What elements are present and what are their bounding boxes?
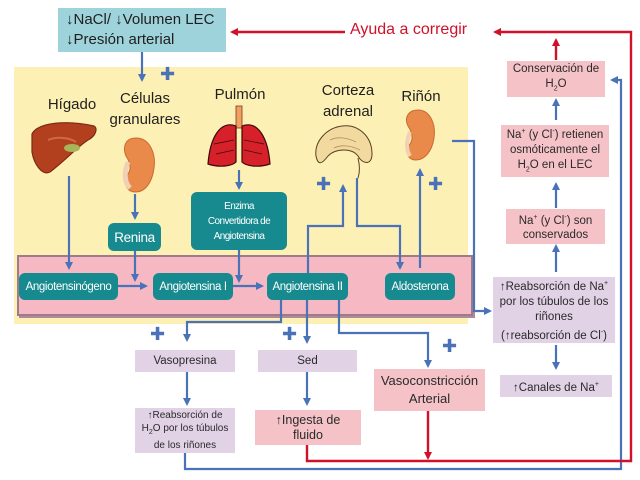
- sed-box: Sed: [258, 350, 357, 372]
- arrow-angiotensin2-to-vasopresina: [183, 298, 283, 342]
- text: ) son: [566, 214, 593, 227]
- osmotic-retention-box: Na+ (y Cl-) retienen osmóticamente el H2…: [501, 125, 609, 177]
- text: (y Cl: [537, 214, 565, 227]
- superscript: -: [564, 213, 567, 221]
- arrow-angiotensin2-to-adrenal: [306, 184, 347, 273]
- adrenal-label: Corteza adrenal: [313, 80, 383, 122]
- fluid-intake-line2: fluido: [293, 427, 323, 442]
- arrow-fluid-feedback: [305, 28, 633, 463]
- arrow-water-reabs-feedback: [183, 76, 623, 471]
- plus-icon: ✚: [150, 324, 166, 344]
- granular-cells-label-line2: granulares: [109, 111, 181, 128]
- superscript: -: [600, 329, 604, 336]
- subscript: 2: [553, 85, 558, 93]
- text: H: [517, 159, 526, 172]
- plus-icon: ✚: [428, 174, 444, 194]
- na-conserved-line1: Na+ (y Cl-) son: [519, 210, 593, 229]
- angiotensin-1-box: Angiotensina I: [153, 273, 233, 300]
- adrenal-gland-icon: [315, 125, 373, 179]
- adrenal-label-line1: Corteza: [321, 82, 375, 99]
- na-reabsorption-line1: ↑Reabsorción de Na+: [500, 276, 608, 295]
- superscript: +: [533, 213, 538, 221]
- vasoconstriction-line2: Arterial: [408, 391, 451, 406]
- water-conservation-line2: H2O: [545, 77, 566, 96]
- ace-box-line3: Angiotensina: [213, 230, 265, 242]
- subscript: 2: [525, 166, 530, 174]
- text: ↑Reabsorción de Na: [499, 281, 605, 293]
- liver-label: Hígado: [47, 96, 97, 113]
- fluid-intake-line1: ↑Ingesta de: [275, 412, 341, 427]
- osmotic-line3: H2O en el LEC: [518, 158, 593, 177]
- text: (y Cl: [525, 129, 553, 142]
- vasoconstriction-line1: Vasoconstricción: [380, 373, 479, 388]
- feedback-label: Ayuda a corregir: [350, 21, 468, 38]
- osmotic-line2: osmóticamente el: [509, 144, 601, 157]
- granular-kidney-icon: [122, 137, 155, 193]
- water-conservation-box: Conservación de H2O: [507, 61, 605, 97]
- na-conserved-line2: conservados: [522, 229, 589, 242]
- kidney-label: Riñón: [401, 88, 441, 105]
- plus-icon: ✚: [282, 324, 298, 344]
- granular-cells-label-line1: Células: [119, 90, 171, 107]
- vasoconstriction-box: Vasoconstricción Arterial: [374, 369, 485, 411]
- trigger-line-1: ↓NaCl/ ↓Volumen LEC: [66, 11, 215, 28]
- superscript: +: [594, 380, 599, 388]
- adrenal-label-line2: adrenal: [322, 103, 374, 120]
- text: ↑Canales de Na: [513, 381, 595, 394]
- superscript: +: [604, 280, 609, 288]
- arrow-angiotensin2-to-vasoconstriction: [337, 298, 432, 368]
- water-reabsorption-line3: de los riñones: [153, 440, 217, 451]
- water-reabsorption-line2: H2O por los túbulos: [142, 422, 229, 439]
- granular-cells-label: Células granulares: [105, 88, 185, 130]
- superscript: +: [521, 128, 526, 136]
- text: ): [603, 329, 607, 342]
- ace-box-line2: Convertidora de: [207, 215, 271, 227]
- na-channels-line: ↑Canales de Na+: [513, 377, 599, 396]
- angiotensinogen-box: Angiotensinógeno: [19, 273, 118, 300]
- text: O por los túbulos: [152, 423, 229, 434]
- text: Na: [506, 129, 522, 142]
- kidney-icon: [405, 109, 435, 161]
- osmotic-line1: Na+ (y Cl-) retienen: [507, 124, 604, 143]
- ace-box-line1: Enzima: [224, 200, 254, 212]
- text: (↑reabsorción de Cl: [501, 329, 601, 342]
- ace-box: Enzima Convertidora de Angiotensina: [191, 192, 287, 250]
- text: Na: [518, 214, 534, 227]
- lung-icon: [207, 105, 271, 167]
- water-reabsorption-line1: ↑Reabsorción de: [147, 410, 223, 421]
- plus-icon: ✚: [442, 336, 458, 356]
- na-reabsorption-line3: riñones: [535, 311, 573, 323]
- fluid-intake-box: ↑Ingesta de fluido: [255, 410, 361, 445]
- liver-icon: [31, 122, 97, 174]
- lung-label: Pulmón: [214, 86, 266, 103]
- text: O en el LEC: [529, 159, 593, 172]
- vasopresina-box: Vasopresina: [135, 350, 235, 372]
- renin-box: Renina: [108, 223, 161, 251]
- plus-icon: ✚: [316, 174, 332, 194]
- text: H: [545, 77, 554, 90]
- subscript: 2: [148, 429, 153, 436]
- na-reabsorption-line2: por los túbulos de los: [499, 296, 609, 308]
- trigger-line-2: ↓Presión arterial: [66, 31, 175, 48]
- arrow-adrenal-to-aldosterone: [355, 178, 404, 270]
- water-conservation-line1: Conservación de: [512, 62, 600, 75]
- trigger-box: ↓NaCl/ ↓Volumen LEC ↓Presión arterial: [58, 8, 226, 52]
- aldosterone-box: Aldosterona: [385, 273, 455, 300]
- water-reabsorption-box: ↑Reabsorción de H2O por los túbulos de l…: [135, 408, 235, 453]
- text: O: [557, 77, 567, 90]
- na-conserved-box: Na+ (y Cl-) son conservados: [506, 209, 605, 244]
- superscript: -: [552, 128, 555, 136]
- na-reabsorption-box: ↑Reabsorción de Na+ por los túbulos de l…: [493, 277, 615, 343]
- plus-icon: ✚: [160, 64, 176, 84]
- angiotensin-2-box: Angiotensina II: [267, 273, 348, 300]
- na-reabsorption-line4: (↑reabsorción de Cl-): [501, 325, 607, 344]
- h-text: H: [141, 423, 149, 434]
- arrow-kidney-to-na-reabs: [452, 139, 492, 315]
- na-channels-box: ↑Canales de Na+: [500, 375, 612, 397]
- text: ) retienen: [554, 129, 604, 142]
